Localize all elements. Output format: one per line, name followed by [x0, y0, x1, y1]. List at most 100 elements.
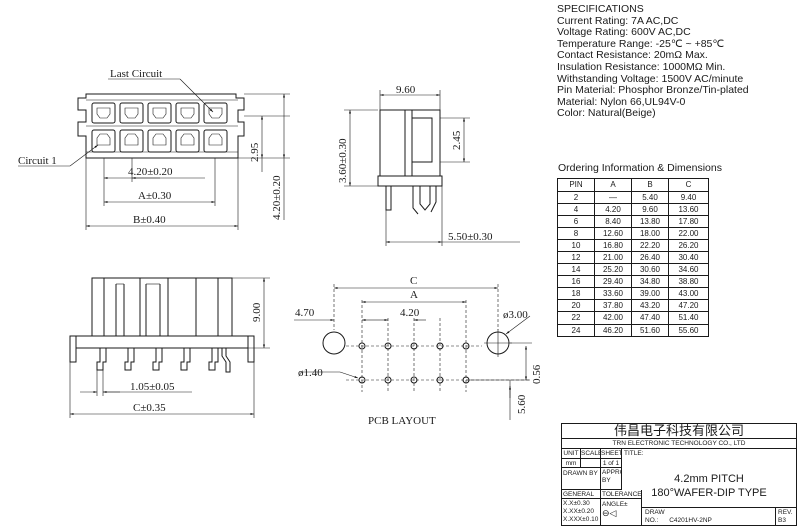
dim-0-56: 0.56	[531, 364, 543, 384]
table-cell: 26.40	[631, 250, 669, 265]
bottom-view: 9.00 1.05±0.05 C±0.35	[69, 277, 270, 418]
drawing-title-line1: 4.2mm PITCH	[674, 473, 744, 485]
table-cell: 33.60	[594, 287, 632, 301]
dim-c-bottom: C±0.35	[133, 402, 166, 414]
cavity-row-bottom	[91, 129, 228, 153]
cavity-row-top	[91, 102, 228, 124]
table-cell: 34.60	[668, 263, 709, 277]
bottom-pins	[96, 348, 231, 373]
company-name-en: TRN ELECTRONIC TECHNOLOGY CO., LTD	[562, 439, 796, 449]
tolerance-1: X.X±0.30	[563, 500, 590, 507]
table-cell: 47.40	[631, 311, 669, 325]
table-cell: 22	[557, 311, 595, 325]
table-cell: 5.40	[631, 190, 669, 204]
table-cell: 2	[557, 190, 595, 204]
spec-line: Color: Natural(Beige)	[557, 107, 656, 120]
spec-line: Material: Nylon 66,UL94V-0	[557, 95, 686, 108]
side-view: 9.60 3.60±0.30 2.45 5.50±0.30	[337, 84, 520, 246]
table-cell: 16.80	[594, 238, 632, 252]
rev-label: REV.	[778, 509, 793, 516]
drawing-title-line2: 180°WAFER-DIP TYPE	[651, 487, 767, 499]
table-cell: 51.40	[668, 311, 709, 325]
projection-symbol: ⊖◁	[602, 508, 617, 518]
dim-a-pcb: A	[410, 289, 418, 301]
table-cell: 13.60	[668, 202, 709, 216]
table-cell: 4.20	[594, 202, 632, 216]
draw-label: DRAW	[645, 509, 665, 516]
table-cell: 13.80	[631, 214, 669, 228]
tolerance-2: X.XX±0.20	[563, 508, 595, 515]
angle-cell: ANGLE± ⊖◁	[601, 499, 642, 525]
spec-line: Current Rating: 7A AC,DC	[557, 14, 679, 27]
dim-4-70: 4.70	[295, 307, 315, 319]
table-cell: 30.40	[668, 250, 709, 265]
dim-c-pcb: C	[410, 275, 417, 287]
dim-a-front: A±0.30	[138, 190, 172, 202]
dim-hole-large: ø3.00	[503, 309, 528, 321]
table-cell: 42.00	[594, 311, 632, 325]
table-cell: 17.80	[668, 214, 709, 228]
table-cell: 46.20	[594, 323, 632, 337]
spec-line: Withstanding Voltage: 1500V AC/minute	[557, 72, 744, 85]
table-cell: 21.00	[594, 250, 632, 265]
tolerance-3: X.XXX±0.10	[563, 516, 599, 523]
front-view: Last Circuit Circuit 1 4.20±0.20 A±0.30 …	[18, 68, 290, 230]
draw-number: C4201HV-2NP	[669, 517, 712, 524]
table-cell: 9.60	[631, 202, 669, 216]
approved-by-label: APPROVED BY	[601, 468, 622, 490]
spec-line: Insulation Resistance: 1000MΩ Min.	[557, 60, 726, 73]
table-cell: 37.80	[594, 299, 632, 313]
dim-2-95: 2.95	[249, 142, 261, 162]
rev-cell: REV. B3	[776, 507, 796, 525]
spec-line: Contact Resistance: 20mΩ Max.	[557, 49, 708, 62]
column-header: C	[668, 178, 709, 192]
dim-3-60: 3.60±0.30	[337, 138, 349, 183]
tolerance-label: TOLERANCE	[601, 490, 642, 499]
unit-value: mm	[562, 459, 581, 468]
table-cell: 29.40	[594, 275, 632, 289]
table-cell: 18	[557, 287, 595, 301]
table-cell: 9.40	[668, 190, 709, 204]
scale-value	[581, 459, 601, 468]
table-cell: 12.60	[594, 226, 632, 240]
table-cell: 34.80	[631, 275, 669, 289]
sheet-label: SHEET	[601, 449, 622, 459]
scale-label: SCALE	[581, 449, 601, 459]
draw-number-cell: DRAW NO.: C4201HV-2NP	[642, 507, 776, 525]
table-cell: 47.20	[668, 299, 709, 313]
pcb-layout-label: PCB LAYOUT	[368, 415, 436, 427]
table-cell: 8.40	[594, 214, 632, 228]
table-cell: 14	[557, 263, 595, 277]
table-cell: 43.20	[631, 299, 669, 313]
table-cell: 6	[557, 214, 595, 228]
dim-4-20-pcb: 4.20	[400, 307, 420, 319]
ordering-title: Ordering Information & Dimensions	[558, 162, 722, 174]
table-header-row: PIN A B C	[557, 178, 709, 192]
column-header: PIN	[557, 178, 595, 192]
last-circuit-label: Last Circuit	[110, 68, 162, 80]
table-cell: 10	[557, 238, 595, 252]
table-cell: 12	[557, 250, 595, 265]
pcb-layout: C A 4.70 4.20 ø3.00 ø1.40 0.56 5.60 PCB …	[294, 275, 543, 427]
dim-b-front: B±0.40	[133, 214, 166, 226]
table-cell: 18.00	[631, 226, 669, 240]
table-cell: 24	[557, 323, 595, 337]
dim-pitch: 4.20±0.20	[128, 166, 173, 178]
column-header: B	[631, 178, 669, 192]
unit-label: UNIT	[562, 449, 581, 459]
table-cell: 38.80	[668, 275, 709, 289]
table-cell: 51.60	[631, 323, 669, 337]
column-header: A	[594, 178, 632, 192]
table-cell: 26.20	[668, 238, 709, 252]
no-label: NO.:	[645, 517, 659, 524]
dim-9-00: 9.00	[251, 302, 263, 322]
